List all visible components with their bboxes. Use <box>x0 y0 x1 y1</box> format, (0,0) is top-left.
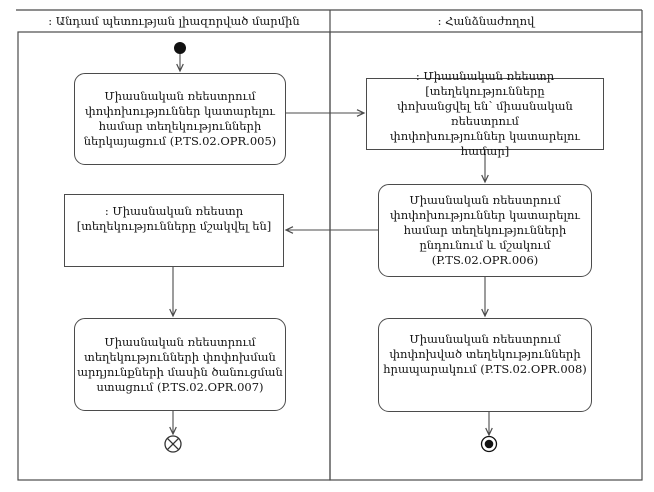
flow-final-node <box>164 435 182 453</box>
lane-title-member-state-authorized-body: : Անդամ պետության լիազորված մարմին <box>48 14 300 28</box>
activity-final-node <box>480 435 498 453</box>
action-opr-008-label: Միասնական ռեեստրում փոփոխված տեղեկությու… <box>383 332 587 376</box>
lane-title-commission: : Հանձնաժողով <box>437 14 535 28</box>
action-opr-005: Միասնական ռեեստրում փոփոխություններ կատա… <box>74 73 286 165</box>
action-opr-005-label: Միասնական ռեեստրում փոփոխություններ կատա… <box>83 89 277 148</box>
action-opr-006-label: Միասնական ռեեստրում փոփոխություններ կատա… <box>390 193 580 267</box>
action-opr-007: Միասնական ռեեստրում տեղեկությունների փոփ… <box>74 318 286 411</box>
action-opr-008: Միասնական ռեեստրում փոփոխված տեղեկությու… <box>378 318 592 412</box>
object-node-registry-transferred: : Միասնական ռեեստր [տեղեկությունները փոխ… <box>366 69 604 158</box>
object-node-registry-processed-label: : Միասնական ռեեստր [տեղեկությունները մշա… <box>76 204 272 233</box>
object-node-registry-processed: : Միասնական ռեեստր [տեղեկությունները մշա… <box>64 194 284 267</box>
lane-body-commission <box>329 31 643 481</box>
action-opr-007-label: Միասնական ռեեստրում տեղեկությունների փոփ… <box>77 334 283 394</box>
initial-node <box>174 42 186 54</box>
action-opr-006: Միասնական ռեեստրում փոփոխություններ կատա… <box>378 184 592 277</box>
object-node-registry-transferred-label: : Միասնական ռեեստր [տեղեկությունները փոխ… <box>390 69 580 158</box>
